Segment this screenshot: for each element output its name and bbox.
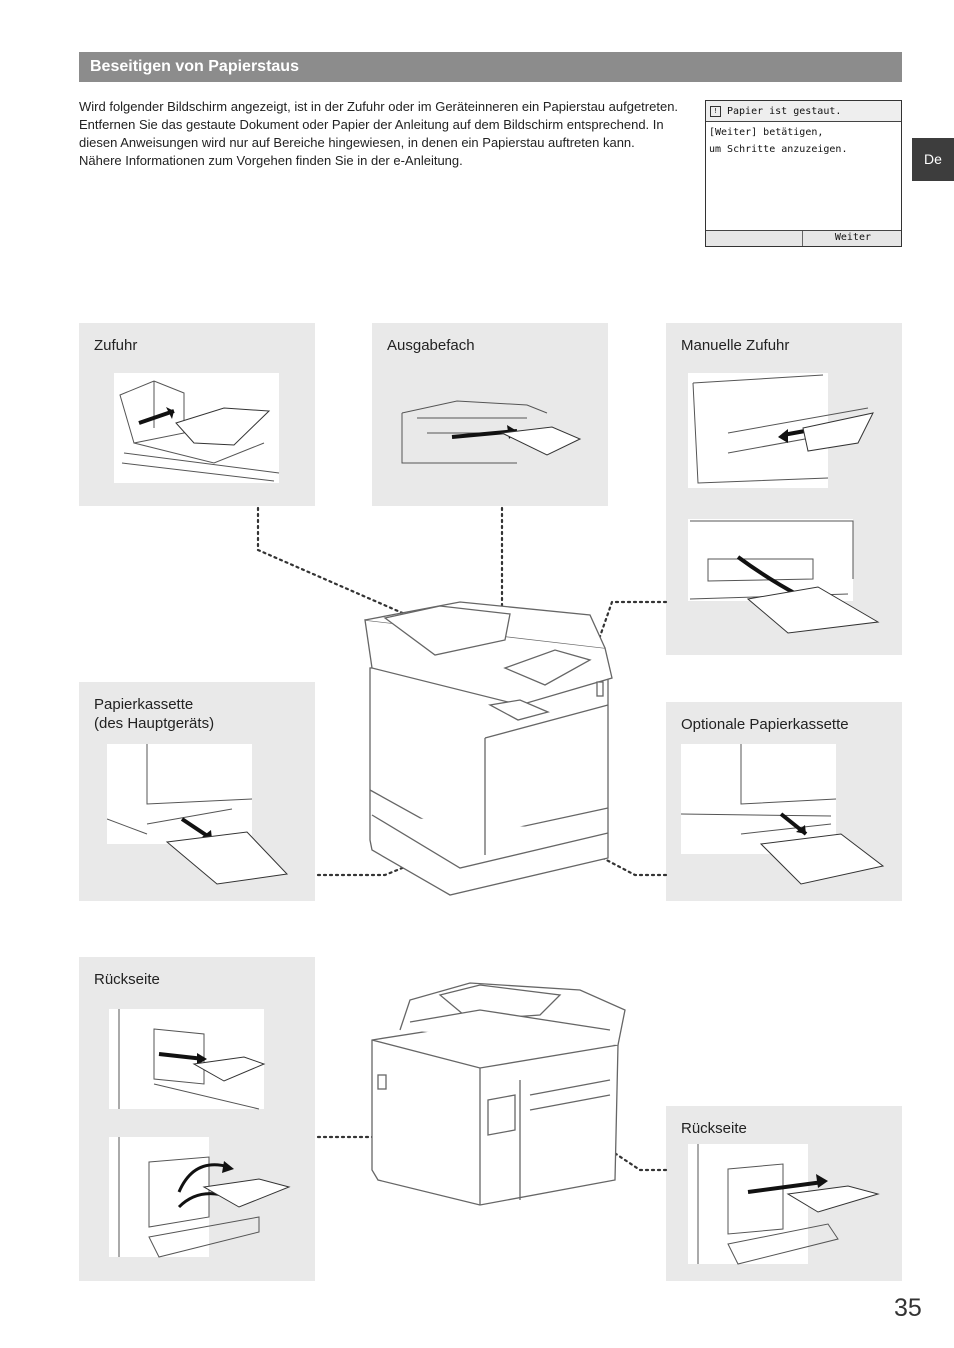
panel-optionale-papierkassette: Optionale Papierkassette [666, 702, 902, 901]
intro-paragraph: Wird folgender Bildschirm angezeigt, ist… [79, 99, 679, 168]
printer-front-illustration [364, 601, 613, 896]
rear-illustration-1 [109, 1009, 266, 1110]
optional-cassette-illustration [681, 744, 885, 885]
panel-label-optionale-papierkassette: Optionale Papierkassette [681, 716, 849, 733]
warning-icon: ! [710, 105, 721, 117]
main-cassette-illustration [107, 744, 289, 885]
printer-rear-illustration [371, 982, 626, 1206]
panel-papierkassette: Papierkassette (des Hauptgeräts) [79, 682, 315, 901]
panel-label-zufuhr: Zufuhr [94, 337, 138, 354]
panel-rueckseite-right: Rückseite [666, 1106, 902, 1281]
language-tab: De [912, 138, 954, 181]
panel-rueckseite-left: Rückseite [79, 957, 315, 1281]
panel-label-papierkassette: Papierkassette (des Hauptgeräts) [94, 696, 215, 732]
page-number: 35 [894, 1294, 922, 1322]
panel-label-ausgabefach: Ausgabefach [387, 337, 475, 354]
panel-ausgabefach: Ausgabefach [372, 323, 608, 506]
lcd-footer: Weiter [706, 230, 901, 246]
panel-label-manuelle-zufuhr: Manuelle Zufuhr [681, 337, 790, 354]
manual-feed-illustration-1 [688, 373, 874, 488]
lcd-line-1: [Weiter] betätigen, [709, 127, 824, 138]
lcd-line-2: um Schritte anzuzeigen. [709, 144, 848, 155]
lcd-screen: ! Papier ist gestaut. [Weiter] betätigen… [705, 100, 902, 247]
lcd-next-button[interactable]: Weiter [834, 232, 871, 243]
output-tray-illustration [401, 400, 582, 464]
section-title: Beseitigen von Papierstaus [90, 58, 299, 75]
rear-illustration-2 [109, 1137, 291, 1258]
panel-label-rueckseite-right: Rückseite [681, 1120, 747, 1137]
rear-illustration-3 [688, 1144, 880, 1265]
manual-feed-illustration-2 [688, 519, 880, 634]
panel-zufuhr: Zufuhr [79, 323, 315, 506]
lcd-header: ! Papier ist gestaut. [706, 101, 901, 122]
lcd-title: Papier ist gestaut. [727, 105, 842, 117]
panel-label-rueckseite-left: Rückseite [94, 971, 160, 988]
panel-manuelle-zufuhr: Manuelle Zufuhr [666, 323, 902, 655]
section-header: Beseitigen von Papierstaus [79, 52, 902, 82]
feeder-illustration [114, 373, 280, 483]
